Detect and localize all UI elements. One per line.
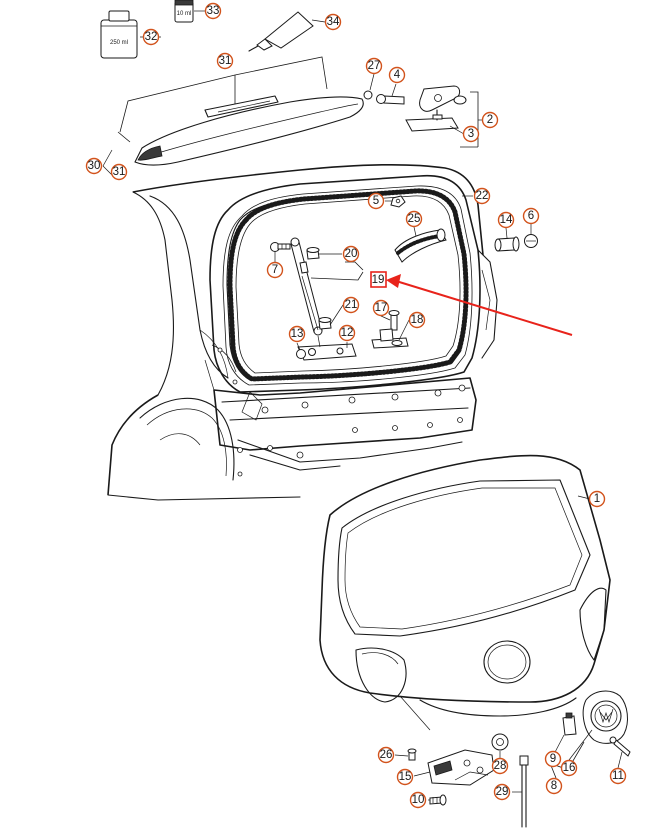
emblem-handle-assembly	[562, 690, 631, 757]
svg-text:16: 16	[563, 762, 576, 774]
svg-text:32: 32	[145, 31, 158, 43]
callout-c25: 25	[405, 210, 423, 228]
buffer-14	[494, 236, 520, 252]
callout-c6: 6	[522, 207, 540, 225]
bump-stop-20	[306, 247, 320, 260]
callout-c11: 11	[609, 767, 627, 785]
svg-text:11: 11	[612, 770, 624, 782]
svg-text:14: 14	[500, 214, 513, 226]
callout-c2: 2	[481, 111, 499, 129]
striker-bracket	[371, 328, 409, 349]
callout-c22: 22	[473, 187, 491, 205]
callout-c4: 4	[388, 66, 406, 84]
nut-5	[390, 195, 406, 208]
svg-text:27: 27	[368, 60, 381, 72]
bolt-10	[429, 794, 447, 806]
svg-text:17: 17	[375, 302, 388, 314]
screw-26	[407, 748, 417, 761]
wiring-grommet	[394, 228, 447, 263]
svg-text:22: 22	[476, 190, 489, 202]
svg-text:25: 25	[408, 213, 421, 225]
callout-c19: 19	[372, 274, 385, 286]
svg-text:29: 29	[496, 786, 509, 798]
callout-c14: 14	[497, 211, 515, 229]
bolt-17	[388, 310, 400, 331]
callout-c30: 30	[85, 157, 103, 175]
callout-c16: 16	[560, 759, 578, 777]
cap-6	[524, 234, 538, 248]
callout-c34: 34	[324, 13, 342, 31]
rod-29	[519, 755, 529, 828]
svg-text:20: 20	[345, 248, 358, 260]
svg-text:31: 31	[113, 166, 126, 178]
callout-c20: 20	[342, 245, 360, 263]
svg-text:10: 10	[412, 794, 425, 806]
ball-pin-7	[270, 242, 291, 252]
callout-c32: 32	[142, 28, 160, 46]
svg-text:6: 6	[528, 210, 534, 222]
callout-c8: 8	[545, 777, 563, 795]
bottle-volume-label: 250 ml	[110, 40, 128, 46]
svg-text:33: 33	[207, 5, 220, 17]
callout-c31a: 31	[216, 52, 234, 70]
callout-c13: 13	[288, 325, 306, 343]
svg-text:1: 1	[594, 493, 600, 505]
callout-c28: 28	[491, 757, 509, 775]
svg-text:9: 9	[550, 753, 556, 765]
grommet-28	[491, 733, 509, 751]
svg-text:15: 15	[399, 771, 412, 783]
callout-c31b: 31	[110, 163, 128, 181]
svg-text:2: 2	[487, 114, 493, 126]
callout-c29: 29	[493, 783, 511, 801]
svg-text:28: 28	[494, 760, 507, 772]
svg-text:18: 18	[411, 314, 424, 326]
tailgate-hinge	[363, 85, 479, 148]
svg-text:34: 34	[327, 16, 340, 28]
svg-text:4: 4	[394, 69, 401, 81]
svg-text:31: 31	[219, 55, 232, 67]
strut-bracket	[296, 335, 357, 361]
leader-lines	[102, 10, 623, 801]
callout-c9: 9	[544, 750, 562, 768]
vehicle-body-shell	[107, 164, 498, 501]
callout-c17: 17	[372, 299, 390, 317]
svg-text:26: 26	[380, 749, 393, 761]
svg-text:5: 5	[373, 195, 379, 207]
callout-c7: 7	[266, 261, 284, 279]
svg-text:19: 19	[372, 274, 385, 286]
callout-c21: 21	[342, 296, 360, 314]
sealant-bottle-icon: 250 ml	[100, 10, 138, 59]
callout-c27: 27	[365, 57, 383, 75]
highlight-part-19	[370, 271, 573, 336]
svg-text:21: 21	[345, 299, 358, 311]
callout-c12: 12	[338, 324, 356, 342]
svg-text:3: 3	[468, 128, 474, 140]
callout-c33: 33	[204, 2, 222, 20]
bump-stop-21	[318, 317, 332, 330]
gas-strut	[290, 237, 323, 336]
jar-volume-label: 10 ml	[177, 11, 192, 17]
svg-text:12: 12	[341, 327, 354, 339]
tailgate-seal	[222, 185, 473, 386]
tailgate-lock	[427, 749, 495, 786]
callout-c18: 18	[408, 311, 426, 329]
callout-c1: 1	[588, 490, 606, 508]
svg-text:7: 7	[272, 264, 278, 276]
callout-c5: 5	[367, 192, 385, 210]
svg-text:30: 30	[88, 160, 101, 172]
grease-jar-icon: 10 ml	[174, 0, 194, 23]
callout-c10: 10	[409, 791, 427, 809]
callout-c15: 15	[396, 768, 414, 786]
tailgate-panel	[319, 454, 611, 731]
callout-c26: 26	[377, 746, 395, 764]
adhesive-tube-icon	[248, 11, 314, 52]
svg-text:13: 13	[291, 328, 304, 340]
callout-c3a: 3	[462, 125, 480, 143]
rear-spoiler	[117, 56, 364, 166]
svg-text:8: 8	[551, 780, 557, 792]
